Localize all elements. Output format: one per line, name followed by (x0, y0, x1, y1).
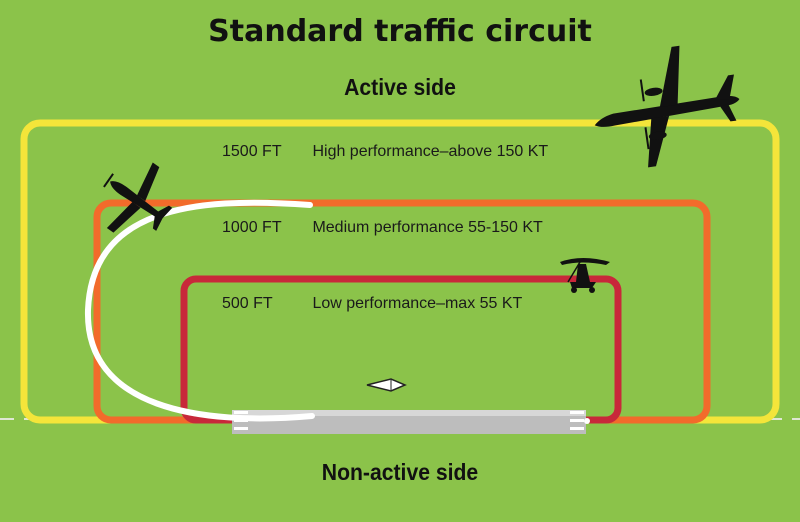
wind-direction-icon (366, 378, 407, 392)
turning-path (84, 199, 315, 422)
diagram-title: Standard traffic circuit (208, 14, 592, 49)
non-active-side-label: Non-active side (321, 459, 479, 485)
performance-label: Low performance–max 55 KT (312, 295, 523, 312)
performance-label: High performance–above 150 KT (312, 143, 549, 160)
circuit-1500ft (20, 119, 780, 424)
runway (232, 410, 590, 434)
circuit-row-1500: 1500 FT High performance–above 150 KT (222, 143, 548, 161)
altitude-label: 500 FT (222, 295, 273, 312)
light-aircraft-icon (103, 162, 173, 233)
performance-label: Medium performance 55-150 KT (312, 219, 543, 236)
ultralight-icon (560, 258, 610, 293)
altitude-label: 1000 FT (222, 219, 282, 236)
active-side-label: Active side (344, 74, 456, 100)
circuit-row-500: 500 FT Low performance–max 55 KT (222, 295, 522, 313)
airliner-icon (594, 45, 740, 168)
circuit-row-1000: 1000 FT Medium performance 55-150 KT (222, 219, 543, 237)
altitude-label: 1500 FT (222, 143, 282, 160)
